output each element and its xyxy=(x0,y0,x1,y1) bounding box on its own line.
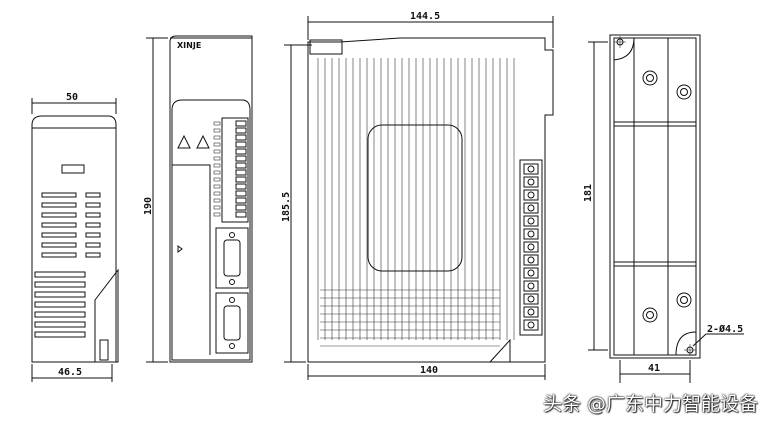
vent-slot xyxy=(34,311,86,318)
terminal-screw xyxy=(523,267,539,279)
terminal-label xyxy=(213,212,221,217)
vent-slot xyxy=(85,252,101,258)
terminal-pin xyxy=(235,148,247,155)
vent-slot xyxy=(41,212,77,218)
terminal-screw xyxy=(523,254,539,266)
terminal-pin xyxy=(235,197,247,204)
vent-slot xyxy=(34,321,86,328)
terminal-label xyxy=(213,205,221,210)
terminal-pin xyxy=(235,155,247,162)
terminal-label xyxy=(213,135,221,140)
terminal-screw xyxy=(523,189,539,201)
vent-slot xyxy=(41,232,77,238)
xinje-logo: XINJE xyxy=(177,41,201,50)
terminal-label xyxy=(213,142,221,147)
terminal-label xyxy=(213,149,221,154)
terminal-pin xyxy=(235,134,247,141)
front-view: XINJE 190 xyxy=(143,35,253,363)
back-view: 2-Ø4.5 181 41 xyxy=(583,34,744,383)
dim-side-width-top: 50 xyxy=(66,92,78,103)
terminal-pin xyxy=(235,183,247,190)
vent-slot xyxy=(85,232,101,238)
terminal-screw xyxy=(523,241,539,253)
vent-slot xyxy=(34,291,86,298)
vent-slot xyxy=(34,281,86,288)
terminal-label xyxy=(213,198,221,203)
vent-slot xyxy=(41,222,77,228)
terminal-label xyxy=(213,184,221,189)
vent-slot xyxy=(34,301,86,308)
side-view: 50 46.5 xyxy=(31,92,119,382)
terminal-label xyxy=(213,170,221,175)
terminal-pin xyxy=(235,120,247,127)
terminal-screw xyxy=(523,215,539,227)
terminal-label xyxy=(213,128,221,133)
vent-slot xyxy=(85,192,101,198)
connector-top xyxy=(215,227,249,289)
terminal-pin xyxy=(235,190,247,197)
screw-head xyxy=(527,308,535,316)
screw-head xyxy=(527,191,535,199)
screw-head xyxy=(527,178,535,186)
terminal-screw xyxy=(523,202,539,214)
terminal-screw xyxy=(523,228,539,240)
terminal-pin xyxy=(235,127,247,134)
terminal-pin xyxy=(235,176,247,183)
screw-head xyxy=(527,230,535,238)
screw-head xyxy=(527,217,535,225)
dim-hole-note: 2-Ø4.5 xyxy=(707,323,743,335)
vent-slot xyxy=(85,202,101,208)
dim-front-height: 190 xyxy=(143,197,154,215)
vent-slot xyxy=(41,192,77,198)
main-side-view: 144.5 185.5 140 xyxy=(281,11,554,380)
screw-head xyxy=(527,243,535,251)
vent-slot xyxy=(85,222,101,228)
terminal-label xyxy=(213,163,221,168)
screw-head xyxy=(527,256,535,264)
vent-slot xyxy=(41,252,77,258)
vent-slot xyxy=(41,202,77,208)
dim-back-width: 41 xyxy=(648,363,660,374)
terminal-label xyxy=(213,177,221,182)
screw-head xyxy=(527,321,535,329)
vent-slot xyxy=(85,212,101,218)
terminal-screw xyxy=(523,176,539,188)
terminal-label xyxy=(213,191,221,196)
terminal-screw xyxy=(523,319,539,331)
vent-slot xyxy=(34,331,86,338)
watermark: 头条 @广东中力智能设备 xyxy=(543,393,759,415)
terminal-screw xyxy=(523,306,539,318)
warning-hot-icon xyxy=(196,134,210,149)
vent-slot xyxy=(85,242,101,248)
terminal-label xyxy=(213,121,221,126)
terminal-pin xyxy=(235,204,247,211)
terminal-pin xyxy=(235,169,247,176)
dim-back-height: 181 xyxy=(583,184,594,202)
warning-shock-icon xyxy=(177,134,191,149)
terminal-screw xyxy=(523,280,539,292)
vent-slot xyxy=(34,271,86,278)
terminal-label xyxy=(213,156,221,161)
screw-head xyxy=(527,282,535,290)
dim-main-top-length: 144.5 xyxy=(410,11,440,22)
screw-head xyxy=(527,295,535,303)
terminal-pin xyxy=(235,141,247,148)
dim-side-width-bottom: 46.5 xyxy=(58,367,82,378)
screw-head xyxy=(527,165,535,173)
vent-slot xyxy=(41,242,77,248)
screw-head xyxy=(527,204,535,212)
dim-main-height: 185.5 xyxy=(281,192,292,222)
terminal-screw xyxy=(523,293,539,305)
dim-main-bottom-length: 140 xyxy=(420,365,438,376)
screw-head xyxy=(527,269,535,277)
terminal-pin xyxy=(235,162,247,169)
terminal-screw xyxy=(523,163,539,175)
terminal-pin xyxy=(235,211,247,218)
connector-bottom xyxy=(215,292,249,354)
arrow-marker xyxy=(177,245,183,253)
